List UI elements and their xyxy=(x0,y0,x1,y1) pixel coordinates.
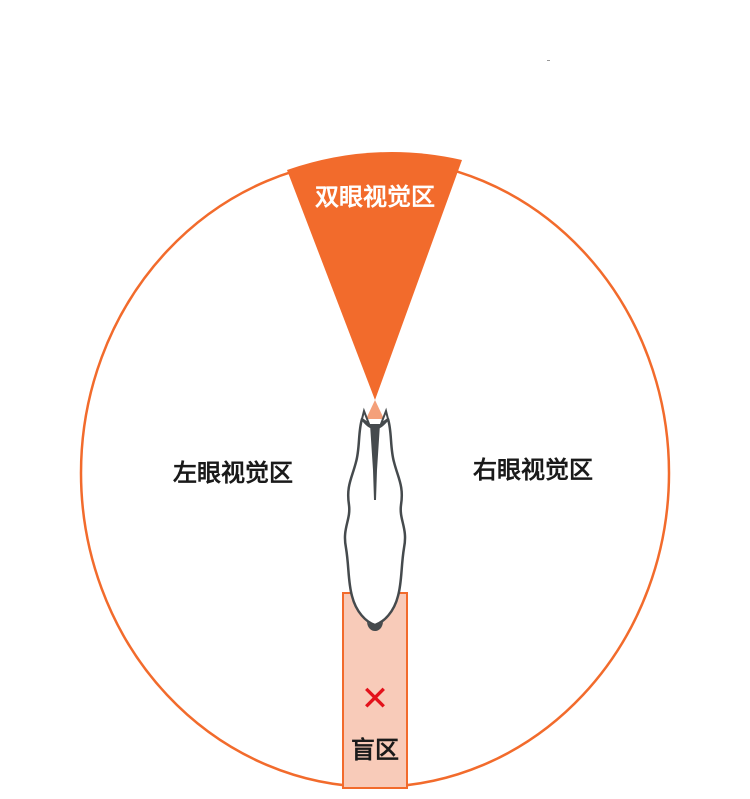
left-eye-zone-label: 左眼视觉区 xyxy=(173,459,293,487)
right-eye-zone-label: 右眼视觉区 xyxy=(473,456,593,484)
horse-icon xyxy=(343,407,407,631)
blind-spot-mark-icon: ✕ xyxy=(361,679,390,719)
binocular-zone-wedge xyxy=(287,152,462,400)
nose-sight-marker xyxy=(366,400,384,419)
blind-spot-label: 盲区 xyxy=(351,736,399,764)
binocular-zone-label: 双眼视觉区 xyxy=(315,183,435,211)
top-mark xyxy=(547,60,550,61)
